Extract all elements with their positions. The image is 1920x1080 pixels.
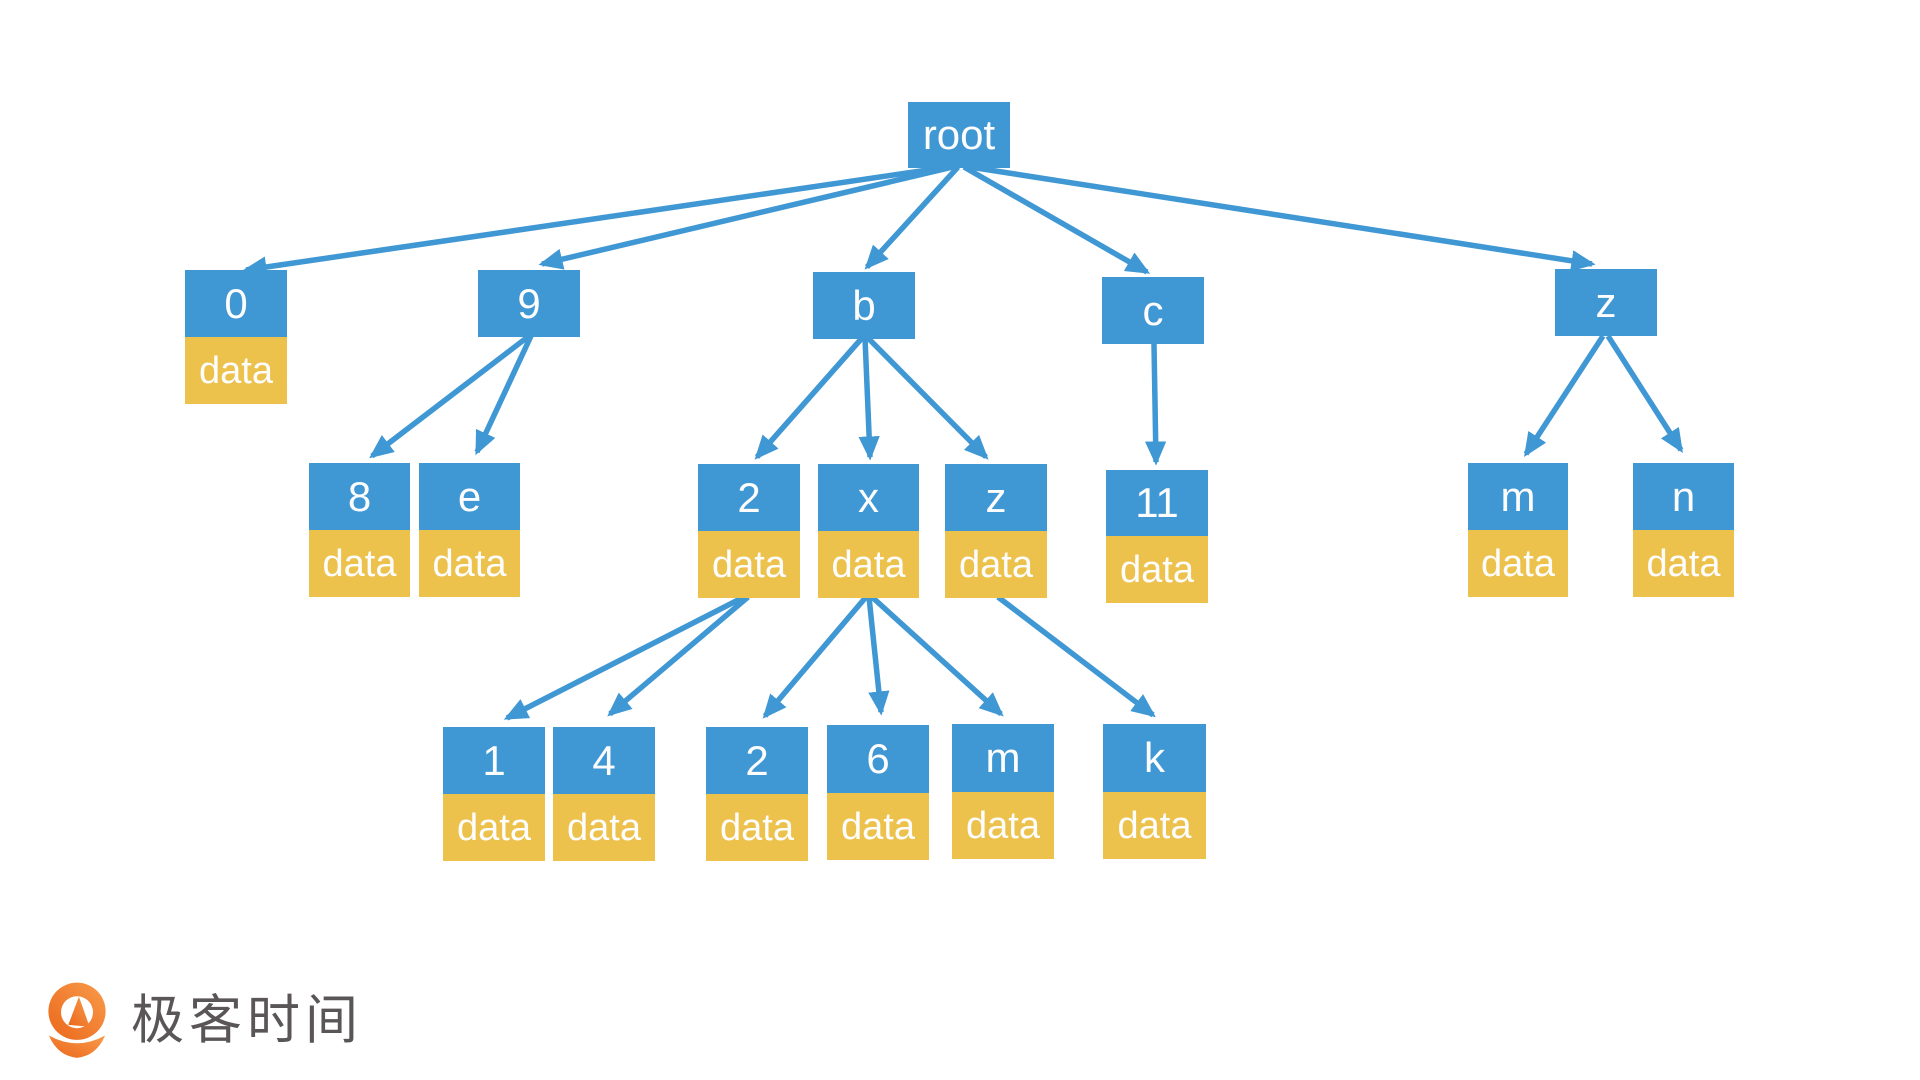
tree-node-nb: b xyxy=(813,272,915,339)
node-key-label: 0 xyxy=(185,270,287,337)
edge-nb-to-n2 xyxy=(754,336,865,460)
node-key-label: z xyxy=(945,464,1047,531)
node-data-label: data xyxy=(1633,530,1734,597)
edge-nb-to-nz2 xyxy=(866,336,989,460)
node-key-label: n xyxy=(1633,463,1734,530)
edge-nz2-to-nk xyxy=(996,594,1156,718)
edge-n9-to-ne xyxy=(474,334,534,456)
node-key-label: 2 xyxy=(706,727,808,794)
node-data-label: data xyxy=(1103,792,1206,859)
node-key-label: x xyxy=(818,464,919,531)
tree-node-n9: 9 xyxy=(478,270,580,337)
edge-nz-to-nn xyxy=(1605,334,1684,454)
edge-nc-to-n11 xyxy=(1145,343,1167,466)
tree-node-nc: c xyxy=(1102,277,1204,344)
node-key-label: b xyxy=(813,272,915,339)
node-data-label: data xyxy=(1106,536,1208,603)
node-data-label: data xyxy=(443,794,545,861)
tree-node-root: root xyxy=(908,102,1010,168)
edge-nz-to-nm xyxy=(1523,334,1606,458)
node-data-label: data xyxy=(309,530,410,597)
node-key-label: 4 xyxy=(553,727,655,794)
tree-node-nz: z xyxy=(1555,269,1657,336)
node-data-label: data xyxy=(1468,530,1568,597)
node-key-label: 8 xyxy=(309,463,410,530)
node-data-label: data xyxy=(952,792,1054,859)
node-key-label: c xyxy=(1102,277,1204,344)
node-key-label: m xyxy=(952,724,1054,792)
edge-root-to-nb xyxy=(864,165,961,270)
node-key-label: 1 xyxy=(443,727,545,794)
node-data-label: data xyxy=(553,794,655,861)
geektime-logo-icon xyxy=(48,982,106,1058)
node-key-label: 9 xyxy=(478,270,580,337)
node-data-label: data xyxy=(945,531,1047,598)
node-data-label: data xyxy=(818,531,919,598)
node-key-label: root xyxy=(908,102,1010,168)
edge-root-to-n9 xyxy=(538,164,954,270)
node-key-label: z xyxy=(1555,269,1657,336)
node-key-label: m xyxy=(1468,463,1568,530)
edge-n2-to-n1 xyxy=(503,594,746,721)
edge-root-to-nz xyxy=(969,164,1596,272)
node-data-label: data xyxy=(827,793,929,860)
geektime-logo: 极客时间 xyxy=(45,982,363,1058)
geektime-logo-text: 极客时间 xyxy=(131,990,363,1050)
edge-n2-to-n4 xyxy=(607,594,750,717)
edge-nb-to-nx xyxy=(858,337,880,461)
node-key-label: k xyxy=(1103,724,1206,792)
node-data-label: data xyxy=(419,530,520,597)
edge-nx-to-nm2 xyxy=(870,594,1004,717)
node-data-label: data xyxy=(706,794,808,861)
node-key-label: 2 xyxy=(698,464,800,531)
node-data-label: data xyxy=(698,531,800,598)
node-key-label: 6 xyxy=(827,725,929,793)
edge-nx-to-n6 xyxy=(866,596,890,716)
node-data-label: data xyxy=(185,337,287,404)
node-key-label: e xyxy=(419,463,520,530)
edge-nx-to-n2b xyxy=(762,595,869,719)
node-key-label: 11 xyxy=(1106,470,1208,536)
edge-root-to-nc xyxy=(962,164,1151,275)
edge-n9-to-n8 xyxy=(369,333,531,459)
edge-root-to-n0 xyxy=(242,164,949,278)
